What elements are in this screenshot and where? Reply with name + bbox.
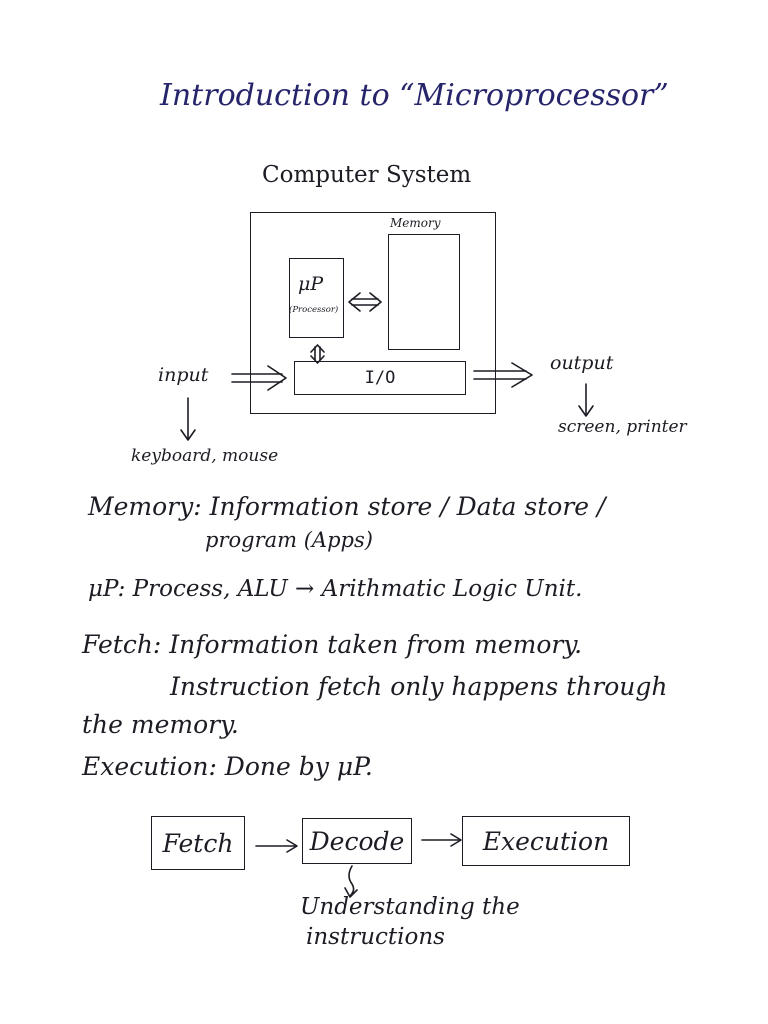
input-arrow-icon	[231, 365, 287, 391]
fetch-decode-arrow-icon	[255, 839, 298, 853]
io-box: I/O	[294, 361, 466, 395]
fetch-box: Fetch	[151, 816, 245, 870]
processor-io-double-arrow-icon	[310, 344, 325, 364]
execution-box: Execution	[462, 816, 630, 866]
note-up-line: μP: Process, ALU → Arithmatic Logic Unit…	[88, 576, 583, 602]
note-fetch-line3: the memory.	[82, 710, 239, 739]
processor-label: (Processor)	[289, 305, 339, 315]
input-devices-label: keyboard, mouse	[131, 446, 279, 466]
note-fetch-line1: Fetch: Information taken from memory.	[82, 630, 583, 659]
output-arrow-icon	[473, 362, 533, 388]
memory-label: Memory	[390, 216, 441, 230]
computer-system-box	[250, 212, 496, 414]
microprocessor-box: μP (Processor)	[289, 258, 344, 338]
decode-execution-arrow-icon	[421, 833, 462, 847]
io-label: I/O	[364, 368, 396, 388]
input-label: input	[158, 364, 209, 386]
output-label: output	[550, 352, 614, 374]
decode-note-line1: Understanding the	[300, 894, 520, 920]
note-execution-line: Execution: Done by μP.	[82, 752, 373, 781]
diagram-heading: Computer System	[262, 162, 472, 188]
fetch-box-label: Fetch	[162, 828, 234, 858]
memory-box	[388, 234, 460, 350]
page-title: Introduction to “Microprocessor”	[160, 78, 669, 113]
note-memory-line2: program (Apps)	[205, 528, 373, 552]
output-devices-label: screen, printer	[558, 417, 687, 437]
decode-box: Decode	[302, 818, 412, 864]
input-down-arrow-icon	[180, 397, 196, 441]
note-memory-line1: Memory: Information store / Data store /	[88, 492, 606, 521]
note-fetch-line2: Instruction fetch only happens through	[170, 672, 668, 701]
decode-box-label: Decode	[309, 826, 405, 856]
decode-note-line2: instructions	[306, 924, 445, 950]
up-label: μP	[298, 273, 324, 295]
processor-memory-double-arrow-icon	[348, 292, 382, 312]
execution-box-label: Execution	[482, 826, 610, 856]
decode-down-arrow-icon	[344, 865, 358, 898]
output-down-arrow-icon	[578, 383, 594, 417]
